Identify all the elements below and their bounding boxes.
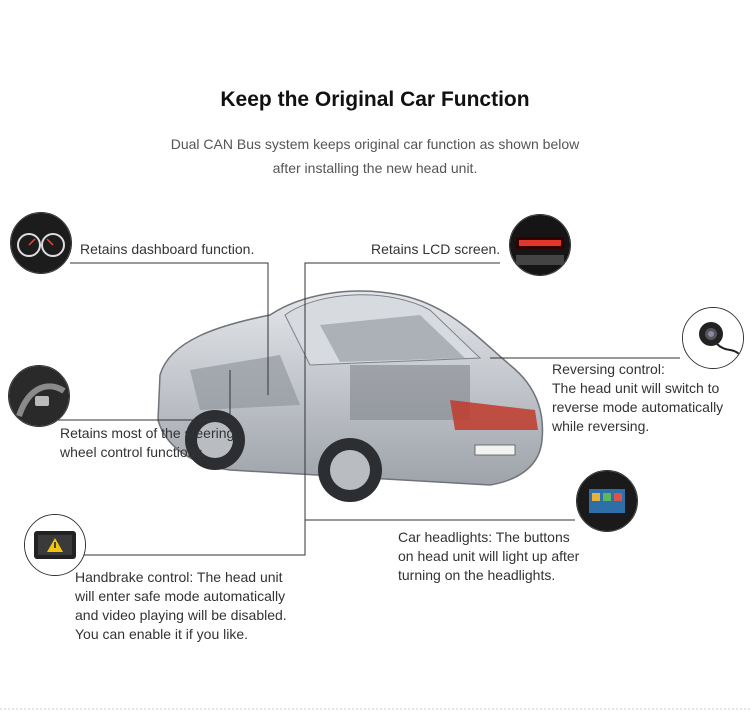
steering-thumbnail	[8, 365, 70, 427]
handbrake-label-line-1: Handbrake control: The head unit	[75, 569, 283, 585]
subtitle-line-1: Dual CAN Bus system keeps original car f…	[170, 136, 580, 152]
steering-connector	[52, 370, 231, 421]
steering-label-line-1: Retains most of the steering	[60, 425, 235, 441]
reversing-label-line-3: reverse mode automatically	[552, 399, 724, 415]
handbrake-label-line-3: and video playing will be disabled.	[75, 607, 287, 623]
steering-wheel-icon	[9, 366, 69, 426]
lcd-connector	[304, 262, 500, 520]
handbrake-label-line-2: will enter safe mode automatically	[75, 588, 286, 604]
reversing-label: Reversing control: The head unit will sw…	[552, 360, 723, 436]
dashboard-label: Retains dashboard function.	[80, 240, 254, 259]
dashboard-label-line: Retains dashboard function.	[80, 241, 255, 257]
headlights-label-line-2: on head unit will light up after	[398, 548, 580, 564]
page-title: Keep the Original Car Function	[220, 88, 530, 111]
handbrake-thumbnail	[24, 514, 86, 576]
head-unit-icon	[577, 471, 637, 531]
lcd-label-line: Retains LCD screen.	[371, 241, 501, 257]
headlights-label-line-3: turning on the headlights.	[398, 567, 556, 583]
handbrake-label-line-4: You can enable it if you like.	[75, 626, 249, 642]
steering-label: Retains most of the steering wheel contr…	[60, 424, 234, 462]
dashboard-thumbnail	[10, 212, 72, 274]
headlights-label-line-1: Car headlights: The buttons	[398, 529, 570, 545]
reversing-thumbnail	[682, 307, 744, 369]
car-cutaway-illustration	[157, 290, 544, 502]
handbrake-warning-icon	[25, 515, 85, 575]
lcd-screen-icon	[510, 215, 570, 275]
handbrake-connector	[84, 520, 306, 556]
handbrake-label: Handbrake control: The head unit will en…	[75, 568, 287, 644]
reversing-camera-icon	[683, 308, 743, 368]
page-subtitle: Dual CAN Bus system keeps original car f…	[150, 132, 600, 180]
steering-label-line-2: wheel control functions.	[60, 444, 207, 460]
reversing-label-line-4: while reversing.	[552, 418, 650, 434]
headlights-thumbnail	[576, 470, 638, 532]
lcd-thumbnail	[509, 214, 571, 276]
reversing-label-line-2: The head unit will switch to	[552, 380, 720, 396]
subtitle-line-2: after installing the new head unit.	[272, 160, 478, 176]
footer-divider	[0, 708, 750, 712]
reversing-label-line-1: Reversing control:	[552, 361, 665, 377]
lcd-label: Retains LCD screen.	[371, 240, 500, 259]
headlights-label: Car headlights: The buttons on head unit…	[398, 528, 579, 585]
dashboard-connector	[70, 262, 269, 395]
dashboard-gauges-icon	[11, 213, 71, 273]
